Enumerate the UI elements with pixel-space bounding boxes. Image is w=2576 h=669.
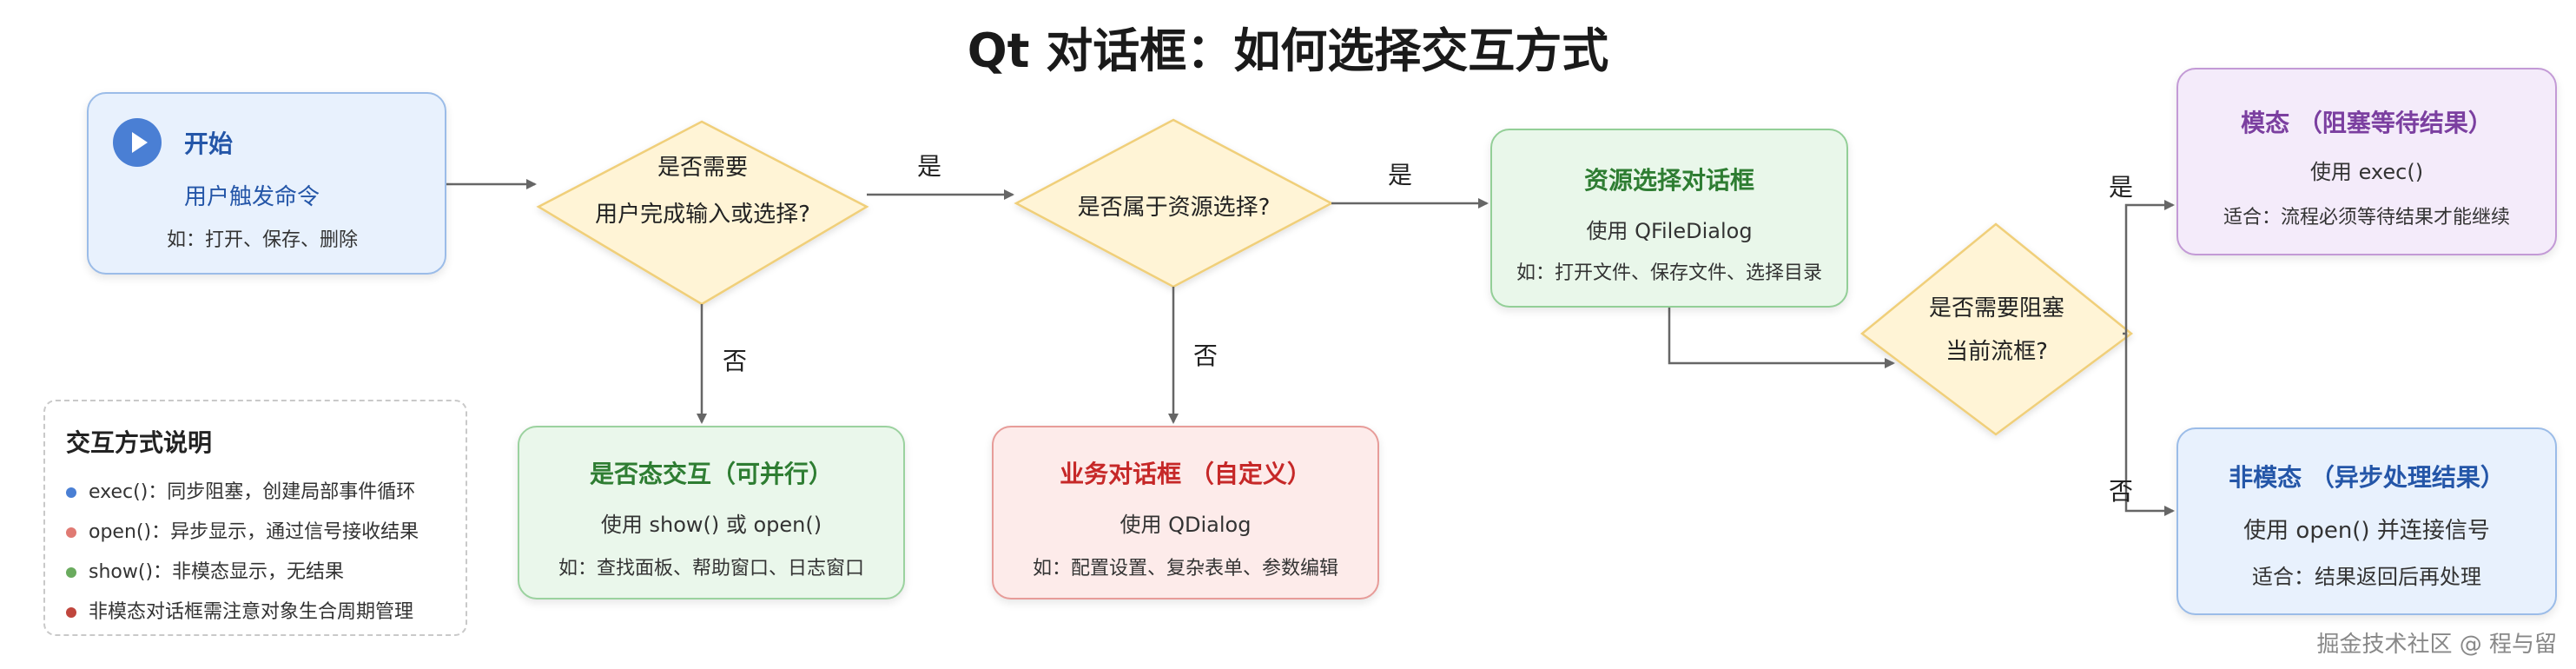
legend-item: exec()：同步阻塞，创建局部事件循环 [66,476,415,504]
resource-usage: 使用 QFileDialog [1586,219,1753,243]
business-usage: 使用 QDialog [1120,513,1252,537]
legend-bullet-icon [66,487,76,498]
legend-item: show()：非模态显示，无结果 [66,556,344,584]
start-node: 开始 用户触发命令 如：打开、保存、删除 [87,92,446,275]
legend-title: 交互方式说明 [66,428,213,457]
nonmodal-node: 非模态 （异步处理结果） 使用 open() 并连接信号 适合：结果返回后再处理 [2176,427,2557,615]
decision-1-line2: 用户完成输入或选择? [595,202,810,228]
decision-diamond-3 [1859,222,2134,436]
start-subtitle: 用户触发命令 [184,184,320,210]
nonmodal-usage: 使用 open() 并连接信号 [2243,518,2490,544]
legend-box: 交互方式说明 exec()：同步阻塞，创建局部事件循环 open()：异步显示，… [43,400,467,636]
business-example: 如：配置设置、复杂表单、参数编辑 [1032,558,1338,580]
resource-example: 如：打开文件、保存文件、选择目录 [1516,262,1822,284]
legend-item: open()：异步显示，通过信号接收结果 [66,516,419,544]
nonmodal-title: 非模态 （异步处理结果） [2229,463,2505,492]
edge-label-d2-yes: 是 [1388,161,1413,189]
decision-3-line1: 是否需要阻塞 [1928,295,2064,321]
legend-item: 非模态对话框需注意对象生合周期管理 [66,596,413,624]
nonmodal-suitable: 适合：结果返回后再处理 [2252,565,2481,589]
legend-bullet-icon [66,607,76,618]
modal-node: 模态 （阻塞等待结果） 使用 exec() 适合：流程必须等待结果才能继续 [2176,68,2557,255]
edge-label-d3-no: 否 [2109,477,2134,506]
modal-title: 模态 （阻塞等待结果） [2241,109,2493,137]
start-example: 如：打开、保存、删除 [167,229,359,251]
yesno-usage: 使用 show() 或 open() [600,513,822,537]
arrow-d3-yes [2123,200,2175,335]
yesno-interaction-node: 是否态交互（可并行） 使用 show() 或 open() 如：查找面板、帮助窗… [518,426,905,599]
legend-item-text: exec()：同步阻塞，创建局部事件循环 [89,481,416,503]
edge-label-d3-yes: 是 [2109,173,2134,202]
legend-item-text: open()：异步显示，通过信号接收结果 [89,521,419,543]
edge-label-d1-yes: 是 [917,152,942,181]
edge-label-d2-no: 否 [1193,341,1219,370]
start-title: 开始 [184,129,234,158]
yesno-title: 是否态交互（可并行） [589,460,833,488]
decision-2-line1: 是否属于资源选择? [1077,195,1271,221]
business-dialog-node: 业务对话框 （自定义） 使用 QDialog 如：配置设置、复杂表单、参数编辑 [992,426,1379,599]
resource-title: 资源选择对话框 [1583,166,1754,195]
legend-bullet-icon [66,527,76,538]
decision-1-line1: 是否需要 [657,155,748,181]
page-title: Qt 对话框：如何选择交互方式 [967,23,1609,78]
edge-label-d1-no: 否 [723,347,748,375]
arrow-d3-no [2124,334,2175,516]
decision-3-line2: 当前流框? [1945,339,2048,365]
business-title: 业务对话框 （自定义） [1060,460,1311,488]
legend-item-text: show()：非模态显示，无结果 [89,561,345,583]
legend-item-text: 非模态对话框需注意对象生合周期管理 [89,601,414,623]
legend-bullet-icon [66,567,76,578]
modal-suitable: 适合：流程必须等待结果才能继续 [2223,207,2510,229]
play-icon [113,118,162,167]
modal-usage: 使用 exec() [2309,160,2424,184]
arrow-resource-to-d3 [1668,308,1895,368]
watermark: 掘金技术社区 @ 程与留 [2316,632,2557,658]
yesno-example: 如：查找面板、帮助窗口、日志窗口 [558,558,864,580]
resource-dialog-node: 资源选择对话框 使用 QFileDialog 如：打开文件、保存文件、选择目录 [1490,129,1848,308]
